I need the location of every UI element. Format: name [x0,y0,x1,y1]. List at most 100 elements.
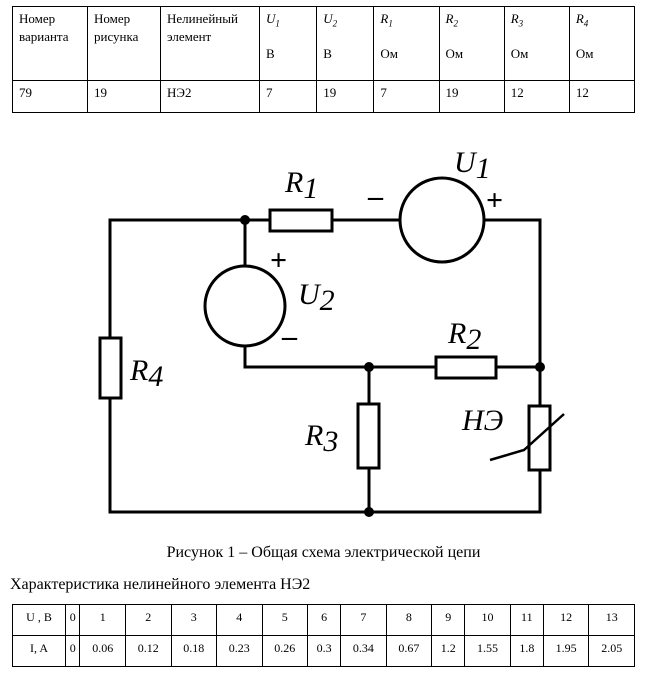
voltage-cell: 0 [64,604,81,636]
current-cell: 0.67 [385,635,433,667]
value-element: НЭ2 [160,80,260,113]
voltage-cell: 5 [261,604,309,636]
node-bottom [364,507,374,517]
label-nonlinear-element: НЭ [461,404,503,437]
label-r4: R4 [129,354,163,393]
header-variant-bottom: варианта [19,29,69,44]
header-variant-top: Номер [19,11,56,26]
resistor-r3 [356,402,381,470]
header-u1-symbol: U1 [266,11,280,29]
value-r2: 19 [438,80,505,113]
source-u1 [398,176,486,264]
wire-bottom [108,398,542,514]
current-cell: 1.8 [509,635,544,667]
current-cell: 1.2 [431,635,466,667]
label-r1: R1 [284,166,318,205]
voltage-cell: 10 [464,604,511,636]
voltage-cell: 7 [340,604,387,636]
header-figure-top: Номер [94,11,131,26]
voltage-cell: 9 [431,604,466,636]
header-r4: R4 Ом [568,6,636,81]
circuit-nodes [240,215,545,517]
header-figure: Номер рисунка [87,6,161,81]
voltage-cell: 1 [79,604,126,636]
circuit-schematic: R1 R2 R3 R4 U1 U2 НЭ – + + – [98,146,565,517]
parameters-header-row: Номер варианта Номер рисунка Нелинейный … [12,6,636,81]
voltage-cell: 11 [509,604,544,636]
current-cell: 0.34 [340,635,387,667]
current-cell: 1.55 [464,635,511,667]
header-u2-unit: В [323,45,332,61]
node-middle [364,362,374,372]
u2-minus-sign: – [281,320,298,353]
characteristic-title: Характеристика нелинейного элемента НЭ2 [10,576,311,593]
header-r2-unit: Ом [445,45,464,61]
label-r2: R2 [447,317,481,356]
parameters-value-row: 79 19 НЭ2 7 19 7 19 12 12 [12,80,636,113]
voltage-cell: 12 [542,604,590,636]
header-u2: U2 В [316,6,375,81]
voltage-row-label: U , В [12,604,66,636]
value-variant: 79 [12,80,88,113]
header-element: Нелинейный элемент [160,6,260,81]
header-variant: Номер варианта [12,6,88,81]
nonlinear-element [527,404,552,472]
label-r3: R3 [304,419,338,458]
resistor-r4 [98,336,123,400]
resistor-r2 [434,355,498,380]
node-right [535,362,545,372]
value-u1: 7 [258,80,318,113]
source-u2 [203,264,287,348]
header-r2-symbol: R2 [445,11,458,29]
circuit-components [98,176,552,472]
header-u1-unit: В [266,45,275,61]
value-u2: 19 [316,80,375,113]
voltage-cell: 3 [170,604,218,636]
header-r3-symbol: R3 [510,11,524,29]
label-u1: U1 [454,146,491,185]
header-r1: R1 Ом [373,6,440,81]
current-cell: 0.06 [79,635,126,667]
value-r4: 12 [568,80,636,113]
header-r4-unit: Ом [575,45,594,61]
header-r3: R3 Ом [503,6,570,81]
wire-top-right [484,218,542,406]
voltage-cell: 13 [588,604,635,636]
figure-caption: Рисунок 1 – Общая схема электрической це… [166,544,481,561]
current-cell: 0.12 [124,635,172,667]
wire-top-left [108,218,270,338]
current-row-label: I, A [12,635,66,667]
node-top [240,215,250,225]
header-r2: R2 Ом [438,6,505,81]
header-u1: U1 В [258,6,318,81]
label-u2: U2 [298,278,335,317]
current-cell: 0 [64,635,81,667]
header-r1-unit: Ом [380,45,399,61]
wire-u2-bottom [243,346,436,369]
current-cell: 0.18 [170,635,218,667]
u1-plus-sign: + [486,184,503,217]
header-r1-symbol: R1 [380,11,393,29]
resistor-r1 [268,208,334,233]
current-cell: 1.95 [542,635,590,667]
header-figure-bottom: рисунка [94,29,139,44]
header-r4-symbol: R4 [575,11,589,29]
current-cell: 0.3 [307,635,342,667]
header-r3-unit: Ом [510,45,529,61]
current-cell: 2.05 [588,635,635,667]
header-u2-symbol: U2 [323,11,338,29]
voltage-cell: 8 [385,604,433,636]
parameters-table: Номер варианта Номер рисунка Нелинейный … [12,6,636,113]
voltage-cell: 6 [307,604,342,636]
current-cell: 0.26 [261,635,309,667]
u2-plus-sign: + [270,244,287,277]
header-element-bottom: элемент [167,29,212,44]
value-r3: 12 [503,80,570,113]
header-element-top: Нелинейный [167,11,238,26]
current-cell: 0.23 [216,635,263,667]
circuit-wires [108,218,542,514]
voltage-cell: 4 [216,604,263,636]
